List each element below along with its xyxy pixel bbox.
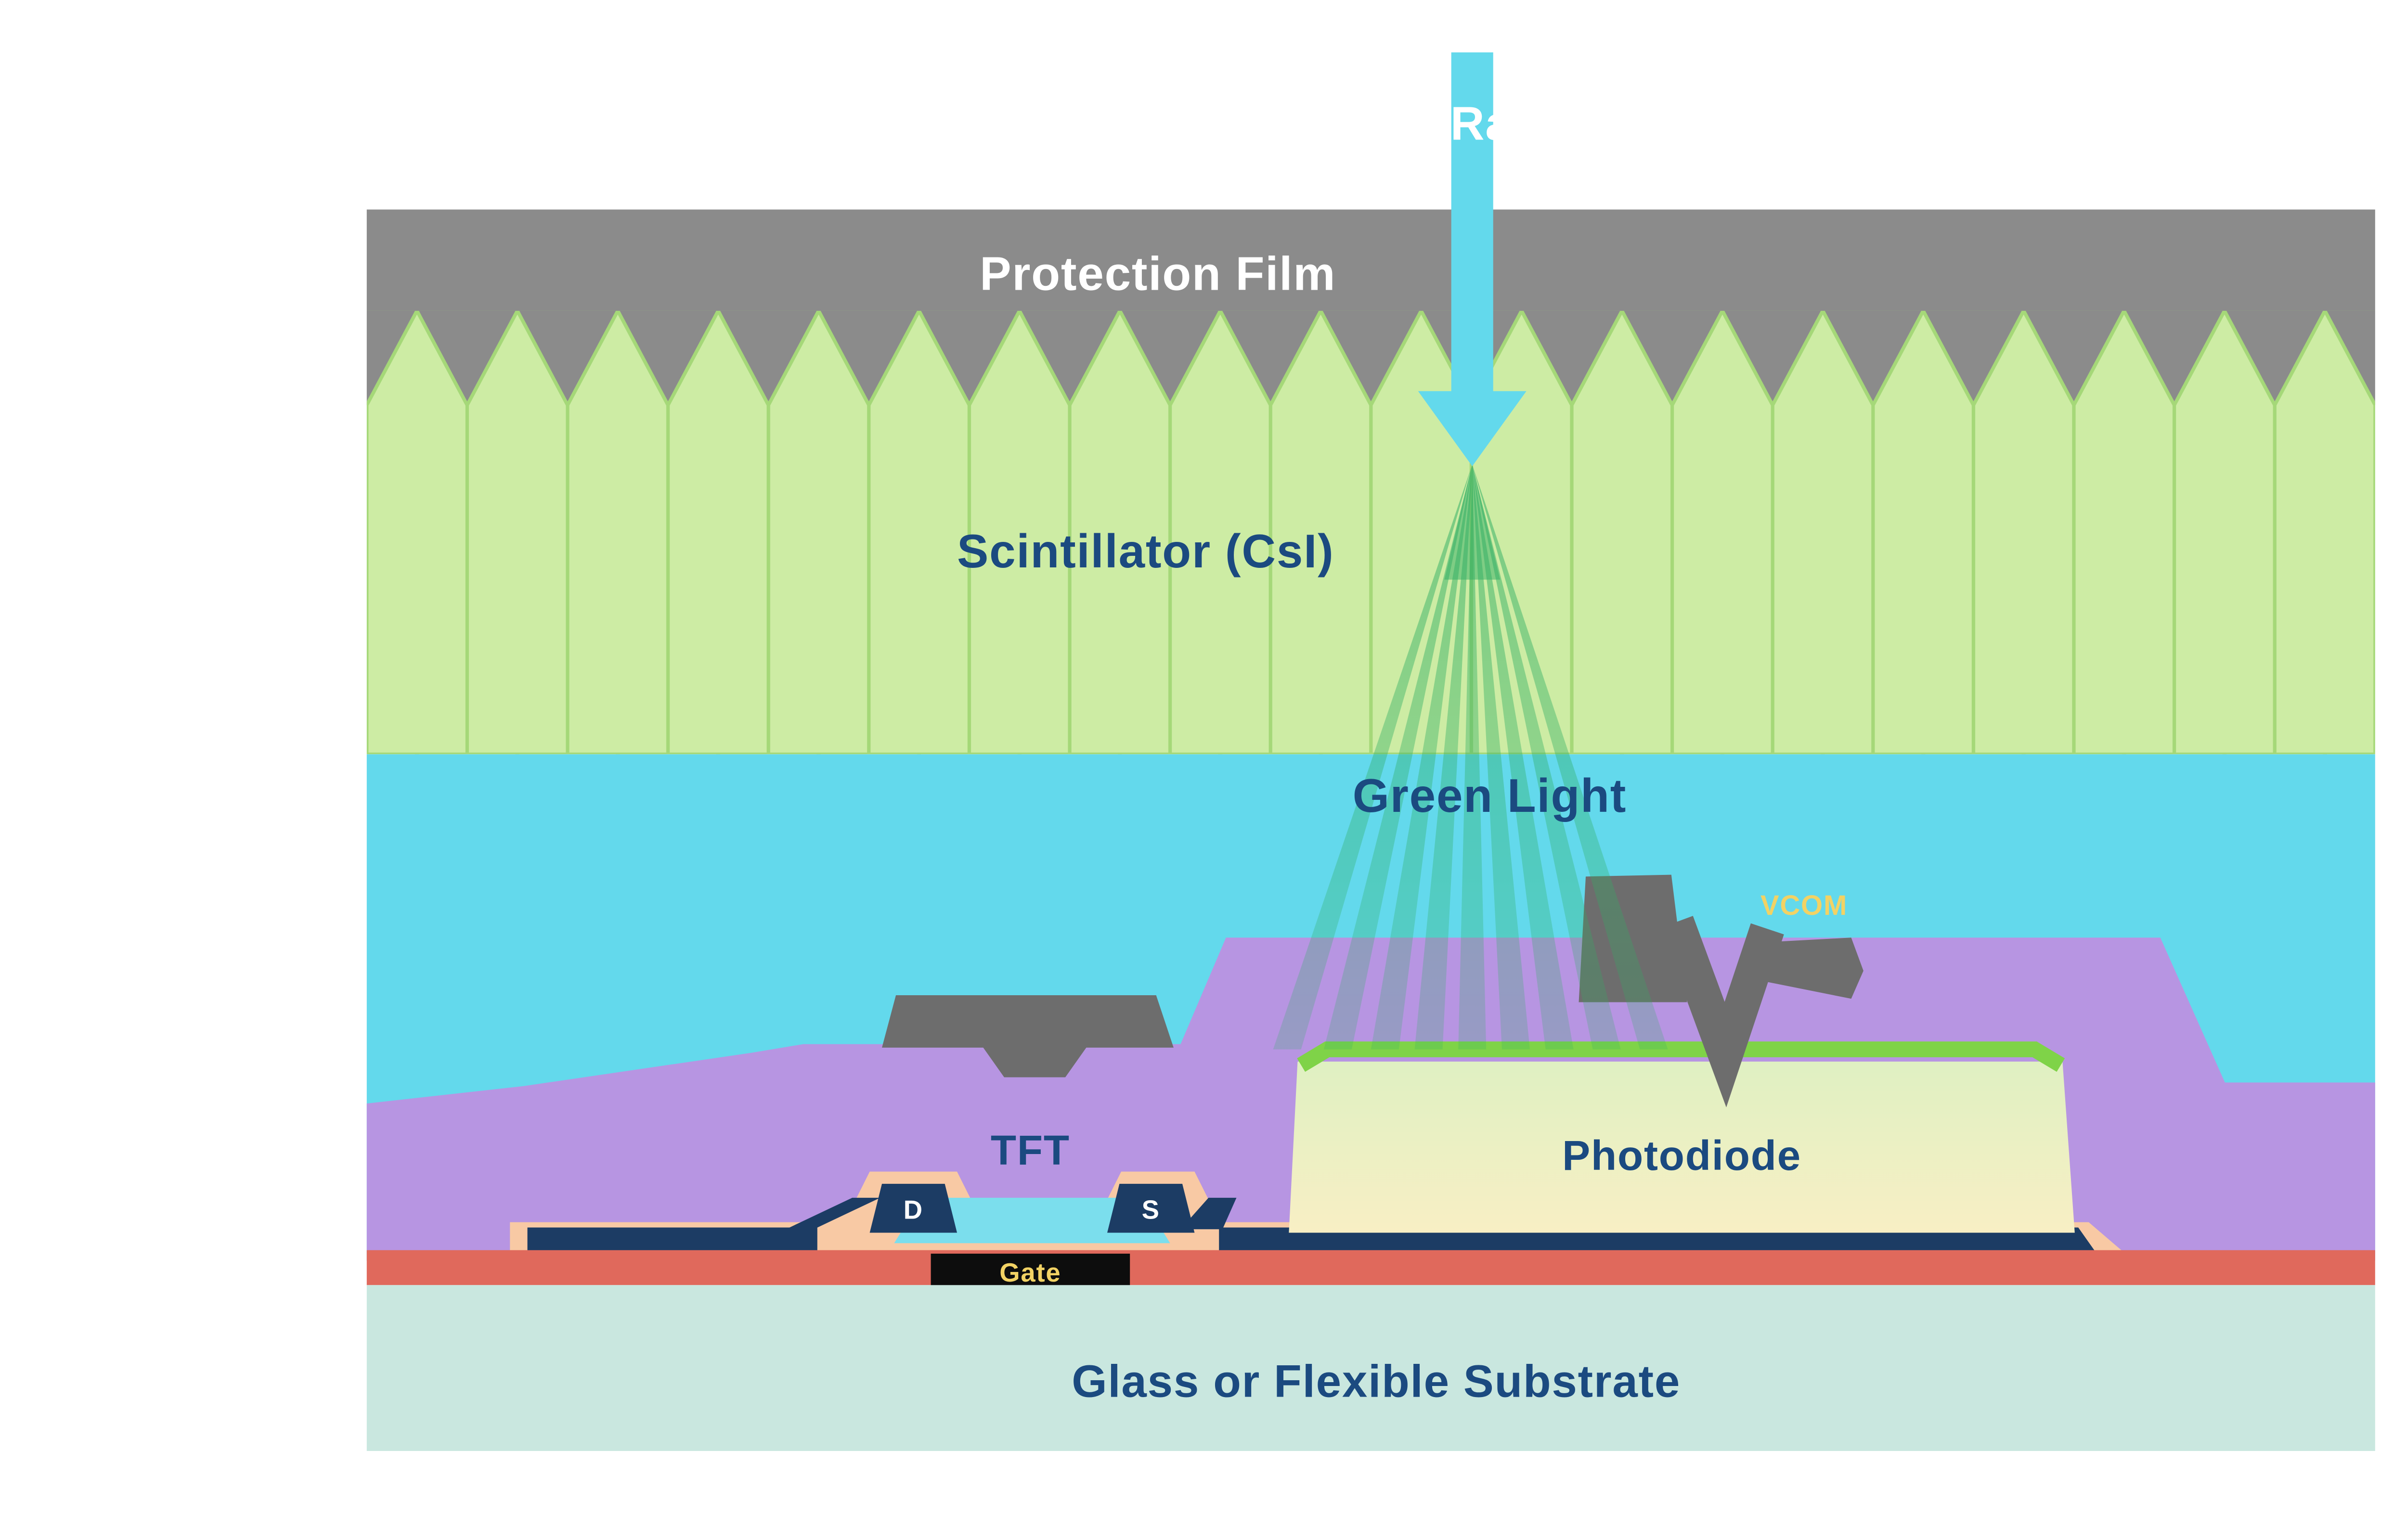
tft-drain-contact xyxy=(869,1183,958,1233)
photodiode-label: Photodiode xyxy=(1562,1132,1801,1179)
tft-source-label: S xyxy=(1142,1195,1160,1224)
tft-channel xyxy=(894,1197,1170,1244)
pixel-electrode-line xyxy=(1219,1227,2099,1258)
scintillator-layer xyxy=(366,310,2375,755)
substrate-layer xyxy=(366,1285,2375,1451)
gate-label: Gate xyxy=(999,1258,1061,1287)
tft-label: TFT xyxy=(991,1127,1070,1174)
data-line-left xyxy=(527,1227,817,1256)
vcom-label: VCOM xyxy=(1760,890,1848,921)
drain-ramp xyxy=(786,1197,880,1230)
green-light-ray xyxy=(1472,464,1530,1050)
photodiode-top-contact xyxy=(1297,1041,2065,1072)
xray-arrow xyxy=(1418,52,1527,466)
tft-drain-label: D xyxy=(904,1195,923,1224)
substrate-label: Glass or Flexible Substrate xyxy=(1072,1356,1681,1406)
light-shield-metal xyxy=(882,995,1174,1078)
green-light-cone xyxy=(1444,464,1501,580)
xray-label: X-Ray xyxy=(1401,97,1540,150)
green-light-ray xyxy=(1458,464,1487,1050)
xray-arrow-shaft xyxy=(1451,52,1493,398)
green-light-label: Green Light xyxy=(1353,769,1627,822)
green-light-ray xyxy=(1472,464,1668,1050)
source-ramp xyxy=(1180,1197,1237,1230)
protection-film-label: Protection Film xyxy=(980,247,1336,300)
xray-arrow-head xyxy=(1418,391,1527,466)
tft-source-contact xyxy=(1107,1183,1195,1233)
gate-line-layer xyxy=(366,1250,2375,1285)
scintillator-label: Scintillator (CsI) xyxy=(957,525,1334,578)
vcom-strip xyxy=(1753,937,1863,999)
photodiode-body xyxy=(1289,1061,2075,1233)
gate-electrode xyxy=(931,1253,1130,1289)
green-light-ray xyxy=(1472,464,1621,1050)
vcom-via xyxy=(1660,916,1784,1107)
